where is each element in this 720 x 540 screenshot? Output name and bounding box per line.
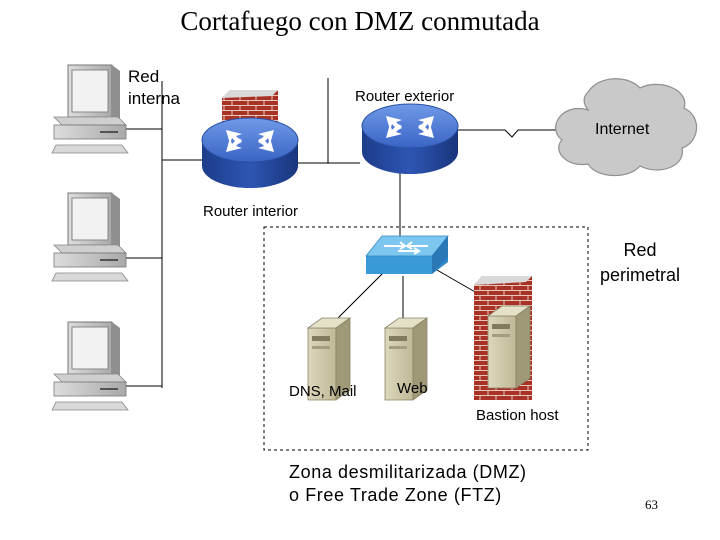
router-icon (361, 103, 459, 175)
inner-router-label: Router interior (203, 203, 299, 220)
bastion-host-label: Bastion host (476, 407, 559, 424)
server-icon (487, 305, 531, 389)
internal-network-label-line1: Red (128, 67, 160, 86)
router-icon (201, 117, 299, 189)
desktop-pc-icon (51, 192, 129, 282)
switch-icon (365, 235, 449, 274)
internal-network-label-line2: interna (128, 89, 180, 108)
dmz-caption-line1: Zona desmilitarizada (DMZ) (289, 462, 527, 482)
page-title: Cortafuego con DMZ conmutada (180, 6, 540, 36)
dmz-caption: Zona desmilitarizada (DMZ) o Free Trade … (289, 461, 527, 507)
dmz-caption-line2: o Free Trade Zone (FTZ) (289, 485, 502, 505)
cloud-icon (555, 78, 698, 177)
perimeter-network-label-line1: Red (623, 240, 657, 260)
desktop-pc-icon (51, 64, 129, 154)
dns-mail-label: DNS, Mail (289, 383, 357, 400)
internet-label: Internet (595, 121, 650, 138)
dmz-boundary (263, 226, 589, 451)
desktop-pc-icon (51, 321, 129, 411)
page-number: 63 (645, 497, 658, 512)
web-label: Web (397, 380, 428, 397)
internal-network-label: Red interna (128, 66, 180, 110)
outer-router-label: Router exterior (355, 88, 455, 105)
perimeter-network-label: Red perimetral (586, 238, 694, 288)
perimeter-network-label-line2: perimetral (599, 265, 681, 285)
